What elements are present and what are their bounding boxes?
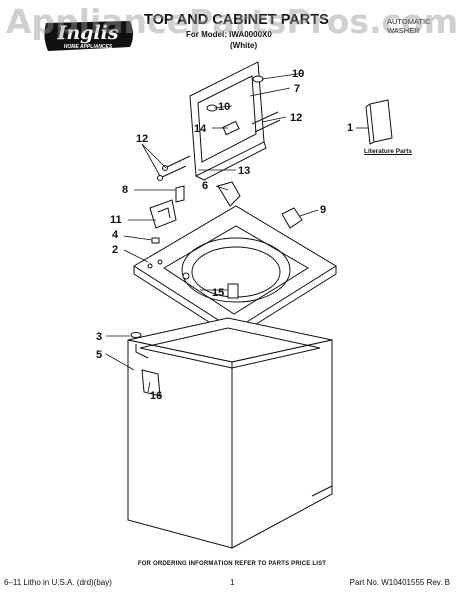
top-panel — [133, 205, 337, 339]
callout-15: 15 — [212, 287, 224, 299]
part-number: Part No. W10401555 Rev. B — [349, 578, 450, 587]
appliance-type-line-2: WASHER — [387, 26, 420, 35]
hinge-pins — [157, 111, 281, 181]
callout-9: 9 — [320, 204, 326, 216]
lid-switch-parts — [149, 181, 303, 244]
brand-logo-text: Inglis — [56, 22, 118, 44]
callout-1: 1 — [347, 122, 353, 134]
callout-11: 11 — [110, 214, 122, 226]
lid-assembly — [189, 61, 267, 181]
print-info: 6–11 Litho in U.S.A. (drd)(bay) — [4, 578, 112, 587]
color-line: (White) — [230, 41, 258, 50]
callout-3: 3 — [96, 331, 102, 343]
callout-4: 4 — [112, 229, 119, 241]
appliance-type-line-1: AUTOMATIC — [387, 17, 431, 26]
callout-8: 8 — [122, 184, 128, 196]
brand-logo: Inglis HOME APPLIANCES — [44, 21, 133, 51]
callout-14: 14 — [194, 123, 207, 135]
literature-booklet — [365, 99, 393, 145]
callout-12-right: 12 — [290, 112, 302, 124]
callout-16: 16 — [150, 390, 162, 402]
cabinet — [127, 317, 333, 549]
callout-5: 5 — [96, 349, 102, 361]
callout-7: 7 — [294, 83, 300, 95]
model-line: For Model: IWA0000X0 — [186, 30, 272, 39]
page-title: TOP AND CABINET PARTS — [144, 12, 329, 28]
leader-lines — [105, 72, 368, 393]
page-number: 1 — [230, 578, 235, 587]
literature-parts-label: Literature Parts — [364, 148, 413, 155]
brand-logo-subtext: HOME APPLIANCES — [64, 44, 113, 50]
ordering-note: FOR ORDERING INFORMATION REFER TO PARTS … — [137, 561, 327, 567]
callout-10-upper: 10 — [292, 68, 304, 80]
appliance-type: AUTOMATIC WASHER — [387, 17, 430, 35]
callout-12-left: 12 — [136, 133, 148, 145]
callout-13: 13 — [238, 165, 250, 177]
callout-10-lower: 10 — [218, 101, 230, 113]
callout-6: 6 — [202, 180, 208, 192]
callout-2: 2 — [112, 244, 118, 256]
